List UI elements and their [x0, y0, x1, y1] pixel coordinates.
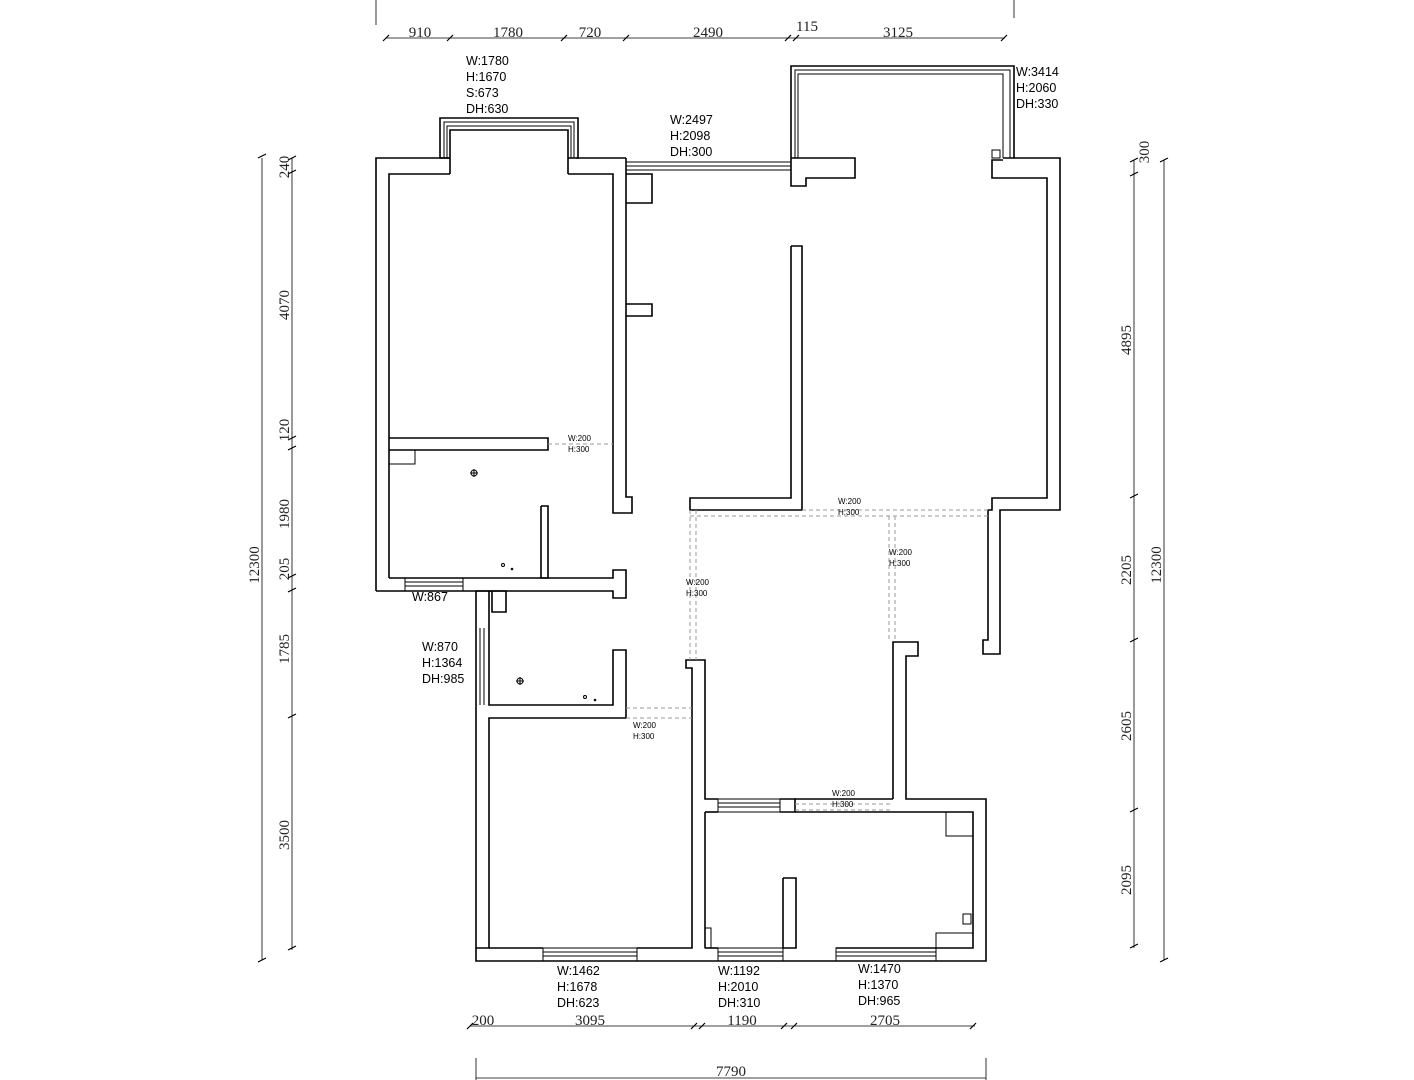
- dim-bottom-1: 3095: [575, 1013, 605, 1029]
- dim-right-4: 2095: [1119, 865, 1135, 895]
- svg-text:W:1780: W:1780: [466, 54, 509, 68]
- bath-window-lower-label: W:870 H:1364 DH:985: [422, 640, 464, 686]
- mid-window-label: W:1192 H:2010 DH:310: [718, 964, 760, 1010]
- top-dimension-chain: 910 1780 720 2490 115 3125: [375, 0, 1015, 42]
- svg-text:H:2060: H:2060: [1016, 81, 1056, 95]
- dim-left-1: 4070: [277, 290, 293, 320]
- bath-window-upper-label: W:867: [412, 590, 448, 604]
- left-dimension-chain: 240 4070 120 1980 205 1785 3500 12300: [247, 153, 297, 963]
- dim-bottom-total: 7790: [716, 1064, 746, 1080]
- dim-left-4: 205: [277, 558, 293, 581]
- svg-text:W:2497: W:2497: [670, 113, 713, 127]
- dim-top-1: 1780: [493, 25, 523, 41]
- svg-text:W:200: W:200: [832, 789, 856, 798]
- svg-text:H:2010: H:2010: [718, 980, 758, 994]
- dim-top-5: 3125: [883, 25, 913, 41]
- svg-text:DH:623: DH:623: [557, 996, 599, 1010]
- svg-text:H:1670: H:1670: [466, 70, 506, 84]
- dim-bottom-2: 1190: [727, 1013, 756, 1029]
- dim-top-3: 2490: [693, 25, 723, 41]
- dim-bottom-0: 200: [472, 1013, 495, 1029]
- top-window-label: W:2497 H:2098 DH:300: [670, 113, 713, 159]
- svg-text:W:200: W:200: [838, 497, 862, 506]
- dim-top-4: 115: [796, 19, 818, 35]
- svg-text:H:300: H:300: [686, 589, 708, 598]
- svg-text:W:200: W:200: [633, 721, 657, 730]
- svg-text:H:2098: H:2098: [670, 129, 710, 143]
- svg-text:W:200: W:200: [568, 434, 592, 443]
- bottom-dimension-chain: 200 3095 1190 2705 7790: [466, 1013, 987, 1080]
- svg-text:DH:965: DH:965: [858, 994, 900, 1008]
- svg-text:W:200: W:200: [889, 548, 913, 557]
- dim-bottom-3: 2705: [870, 1013, 900, 1029]
- svg-text:W:3414: W:3414: [1016, 65, 1059, 79]
- outer-walls: [375, 65, 1061, 962]
- svg-text:H:1364: H:1364: [422, 656, 462, 670]
- dim-top-0: 910: [409, 25, 432, 41]
- svg-text:DH:330: DH:330: [1016, 97, 1058, 111]
- svg-text:W:867: W:867: [412, 590, 448, 604]
- kitchen-window-label: W:1470 H:1370 DH:965: [858, 962, 901, 1008]
- svg-text:W:1192: W:1192: [718, 964, 760, 978]
- svg-text:W:200: W:200: [686, 578, 710, 587]
- right-dimension-chain: 300 4895 2205 2605 2095 12300: [1119, 141, 1169, 963]
- svg-text:DH:630: DH:630: [466, 102, 508, 116]
- svg-text:DH:310: DH:310: [718, 996, 760, 1010]
- svg-text:W:870: W:870: [422, 640, 458, 654]
- dim-left-5: 1785: [277, 634, 293, 664]
- svg-text:W:1470: W:1470: [858, 962, 901, 976]
- dim-right-total: 12300: [1149, 546, 1165, 584]
- svg-text:H:1370: H:1370: [858, 978, 898, 992]
- svg-text:S:673: S:673: [466, 86, 499, 100]
- svg-text:DH:300: DH:300: [670, 145, 712, 159]
- svg-text:W:1462: W:1462: [557, 964, 600, 978]
- dim-right-1: 4895: [1119, 325, 1135, 355]
- beam-labels: W:200 H:300 W:200 H:300 W:200 H:300 W:20…: [568, 434, 913, 809]
- svg-text:H:1678: H:1678: [557, 980, 597, 994]
- dim-top-2: 720: [579, 25, 602, 41]
- svg-text:H:300: H:300: [633, 732, 655, 741]
- dim-left-total: 12300: [247, 546, 263, 584]
- dim-right-2: 2205: [1119, 555, 1135, 585]
- bay-window-label: W:1780 H:1670 S:673 DH:630: [466, 54, 509, 116]
- dim-left-3: 1980: [277, 499, 293, 529]
- dim-left-2: 120: [277, 419, 293, 442]
- dim-right-3: 2605: [1119, 711, 1135, 741]
- svg-text:H:300: H:300: [568, 445, 590, 454]
- svg-text:H:300: H:300: [889, 559, 911, 568]
- dim-left-0: 240: [277, 156, 293, 179]
- dim-right-0: 300: [1137, 141, 1153, 164]
- dim-left-6: 3500: [277, 820, 293, 850]
- svg-text:DH:985: DH:985: [422, 672, 464, 686]
- svg-text:H:300: H:300: [832, 800, 854, 809]
- opening-labels: W:1780 H:1670 S:673 DH:630 W:2497 H:2098…: [412, 54, 1059, 1010]
- beam-lines: [548, 443, 990, 811]
- svg-text:H:300: H:300: [838, 508, 860, 517]
- bedroom-window-label: W:1462 H:1678 DH:623: [557, 964, 600, 1010]
- fixtures: [470, 469, 597, 702]
- balcony-window-label: W:3414 H:2060 DH:330: [1016, 65, 1059, 111]
